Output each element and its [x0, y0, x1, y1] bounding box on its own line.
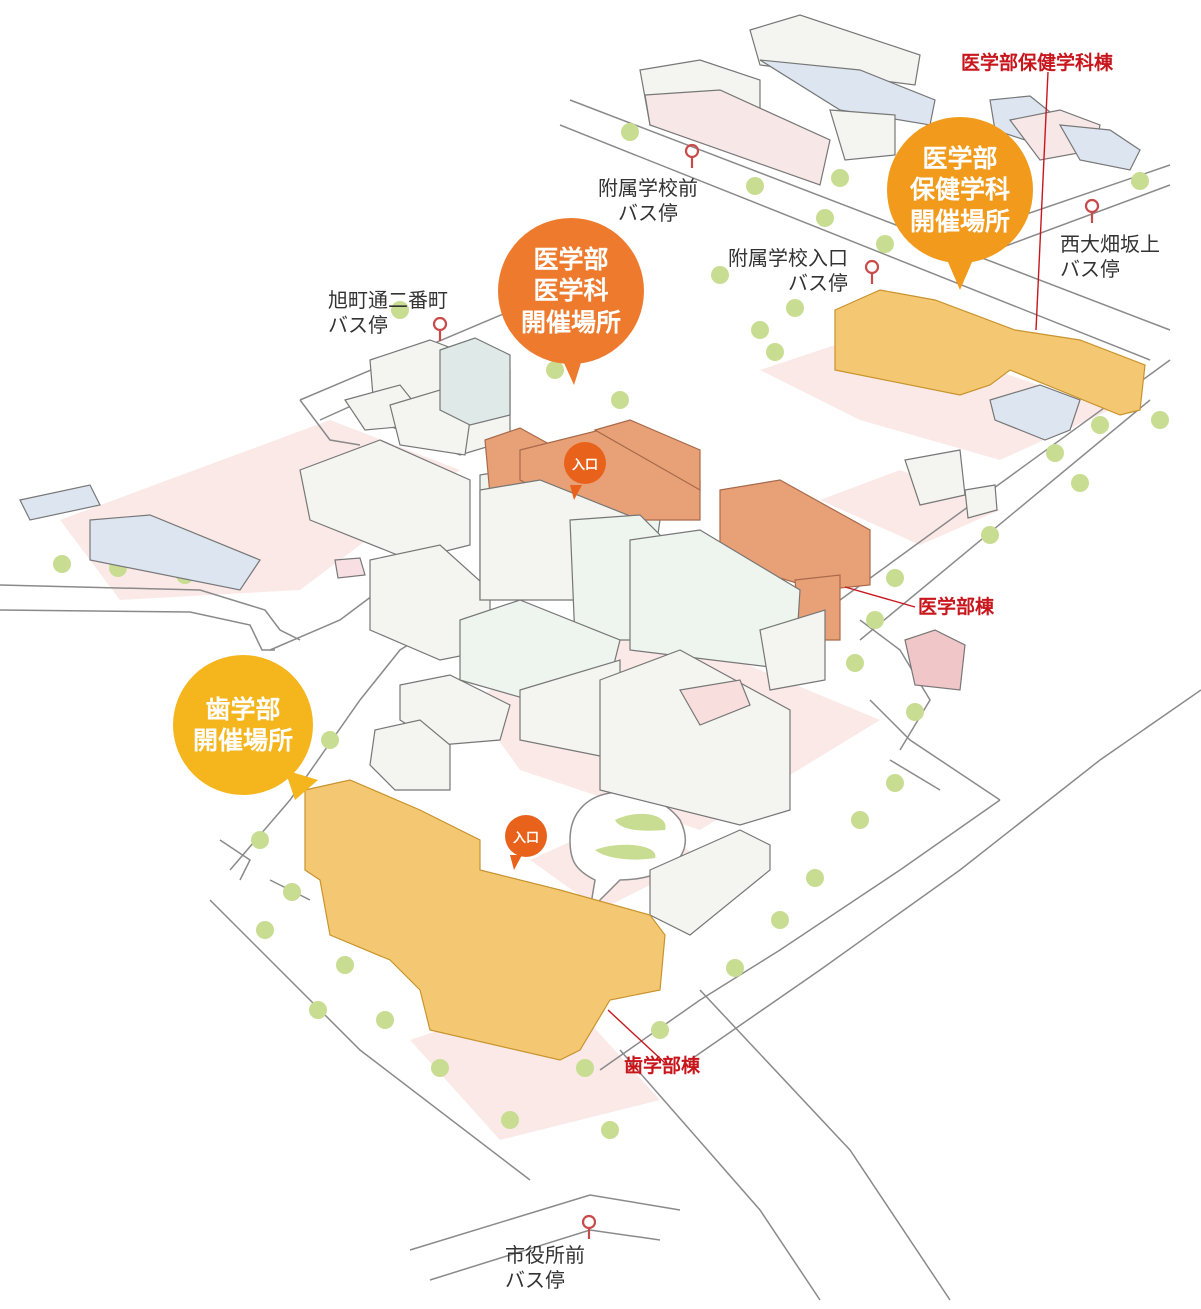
- entrance-arrows: [510, 485, 582, 870]
- entrance-medical-marker: 入口: [564, 442, 606, 484]
- bus-stop-nishi-ohata: 西大畑坂上 バス停: [1060, 232, 1160, 281]
- label-leaders: [607, 71, 1049, 1064]
- bus-stop-fuzoku-iriguchi: 附属学校入口 バス停: [728, 246, 848, 295]
- health-sciences-building: [834, 289, 1146, 416]
- bus-stop-fuzoku-mae: 附属学校前 バス停: [598, 176, 698, 225]
- dental-building: [304, 779, 666, 1061]
- bus-stop-pins: [432, 143, 1100, 1239]
- bus-stop-shiyakusho: 市役所前 バス停: [505, 1243, 585, 1292]
- label-dental-building: 歯学部棟: [624, 1055, 701, 1077]
- venue-bubble-health: 医学部 保健学科 開催場所: [887, 117, 1033, 263]
- bus-stop-asahi: 旭町通二番町 バス停: [328, 288, 448, 337]
- hospital-buildings: [459, 479, 826, 826]
- label-medical-building: 医学部棟: [918, 596, 995, 618]
- venue-bubble-dentistry: 歯学部 開催場所: [173, 655, 313, 795]
- roundabout: [569, 791, 687, 913]
- entrance-dental-marker: 入口: [505, 815, 547, 857]
- label-health-sciences-building: 医学部保健学科棟: [961, 52, 1114, 74]
- venue-bubble-medicine: 医学部 医学科 開催場所: [498, 218, 644, 364]
